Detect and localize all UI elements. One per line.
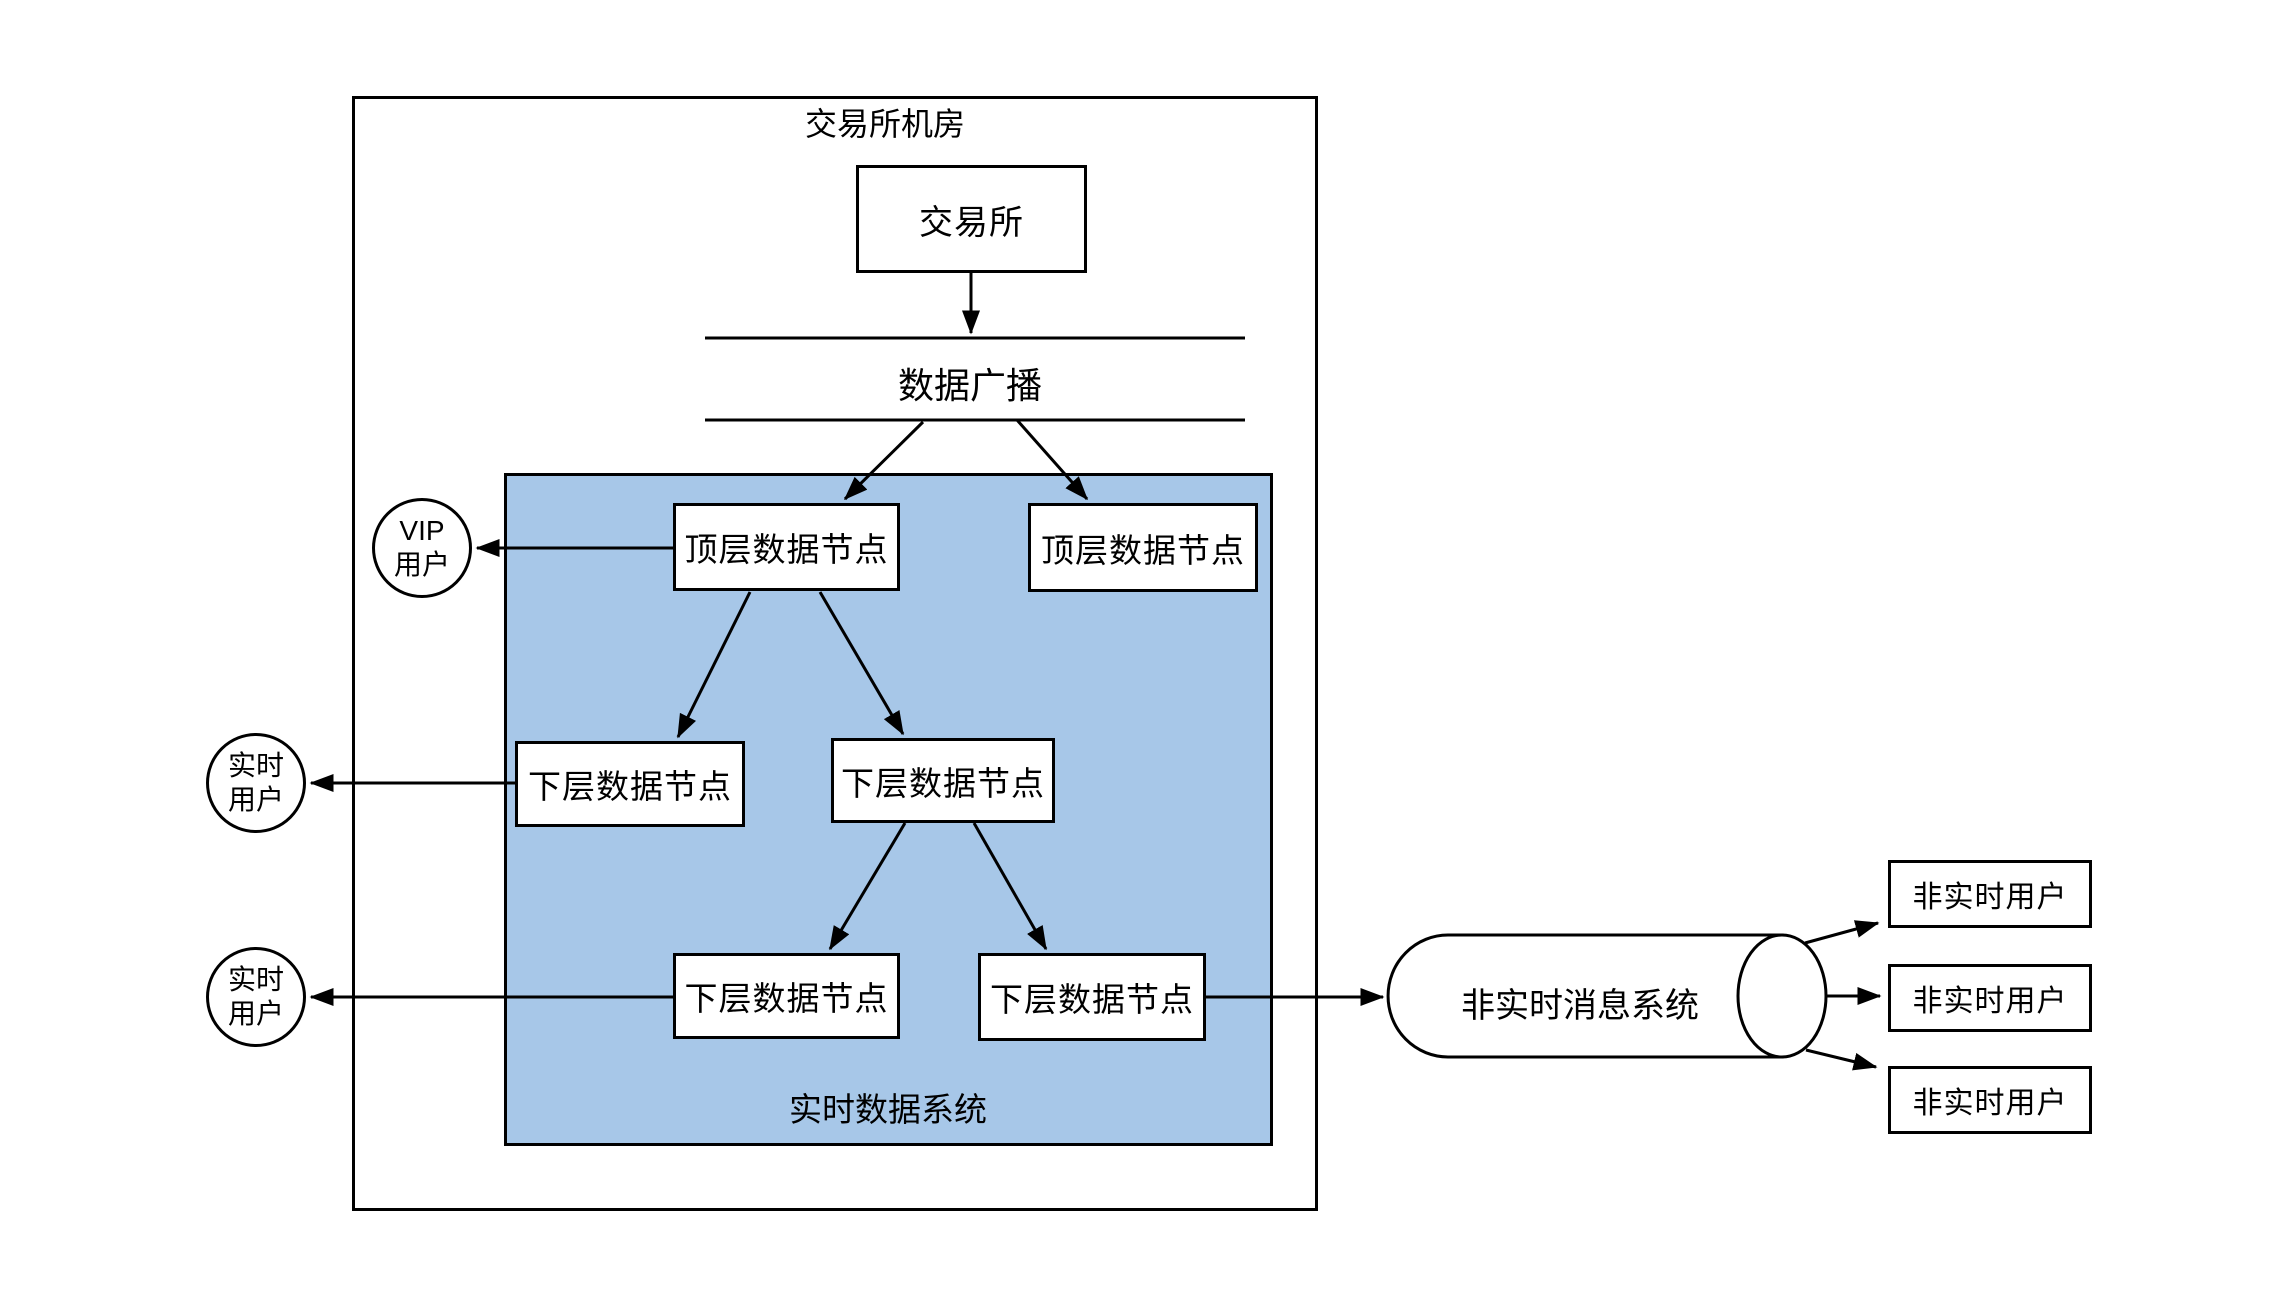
realtime-user-2-line2: 用户 (227, 998, 284, 1029)
realtime-user-1-line2: 用户 (227, 784, 284, 815)
top-data-node-1-label: 顶层数据节点 (684, 531, 889, 568)
top-data-node-1: 顶层数据节点 (673, 503, 900, 591)
non-realtime-user-1-label: 非实时用户 (1912, 881, 2068, 914)
lower-data-node-3-label: 下层数据节点 (684, 980, 889, 1017)
exchange-node-label: 交易所 (919, 203, 1024, 242)
message-system-label: 非实时消息系统 (1461, 987, 1699, 1025)
top-data-node-2-label: 顶层数据节点 (1041, 531, 1245, 569)
non-realtime-user-box-3: 非实时用户 (1888, 1066, 2092, 1134)
realtime-user-2-line1: 实时 (227, 964, 284, 995)
lower-data-node-3: 下层数据节点 (673, 953, 900, 1039)
lower-data-node-4: 下层数据节点 (978, 953, 1206, 1041)
lower-data-node-2: 下层数据节点 (831, 738, 1055, 823)
realtime-user-circle-2: 实时 用户 (206, 947, 306, 1047)
non-realtime-user-2-label: 非实时用户 (1912, 985, 2068, 1018)
exchange-node: 交易所 (856, 165, 1087, 273)
non-realtime-user-3-label: 非实时用户 (1912, 1087, 2068, 1120)
non-realtime-user-box-1: 非实时用户 (1888, 860, 2092, 928)
vip-user-line2: 用户 (393, 549, 450, 580)
exchange-room-container (352, 96, 1318, 1211)
top-data-node-2: 顶层数据节点 (1028, 503, 1258, 592)
realtime-system-label: 实时数据系统 (789, 1091, 987, 1128)
lower-data-node-1-label: 下层数据节点 (528, 768, 732, 805)
non-realtime-user-box-2: 非实时用户 (1888, 964, 2092, 1032)
edge-message-system-to-non-realtime-user-1 (1804, 920, 1880, 945)
vip-user-line1: VIP (399, 515, 445, 546)
lower-data-node-1: 下层数据节点 (515, 741, 745, 827)
lower-data-node-4-label: 下层数据节点 (990, 981, 1194, 1018)
realtime-user-1-line1: 实时 (227, 750, 284, 781)
edge-message-system-to-non-realtime-user-3 (1805, 1048, 1878, 1071)
realtime-user-circle-1: 实时 用户 (206, 733, 306, 833)
exchange-room-title: 交易所机房 (804, 106, 965, 142)
broadcast-label: 数据广播 (897, 365, 1042, 406)
lower-data-node-2-label: 下层数据节点 (841, 764, 1045, 802)
vip-user-circle: VIP 用户 (372, 498, 472, 598)
